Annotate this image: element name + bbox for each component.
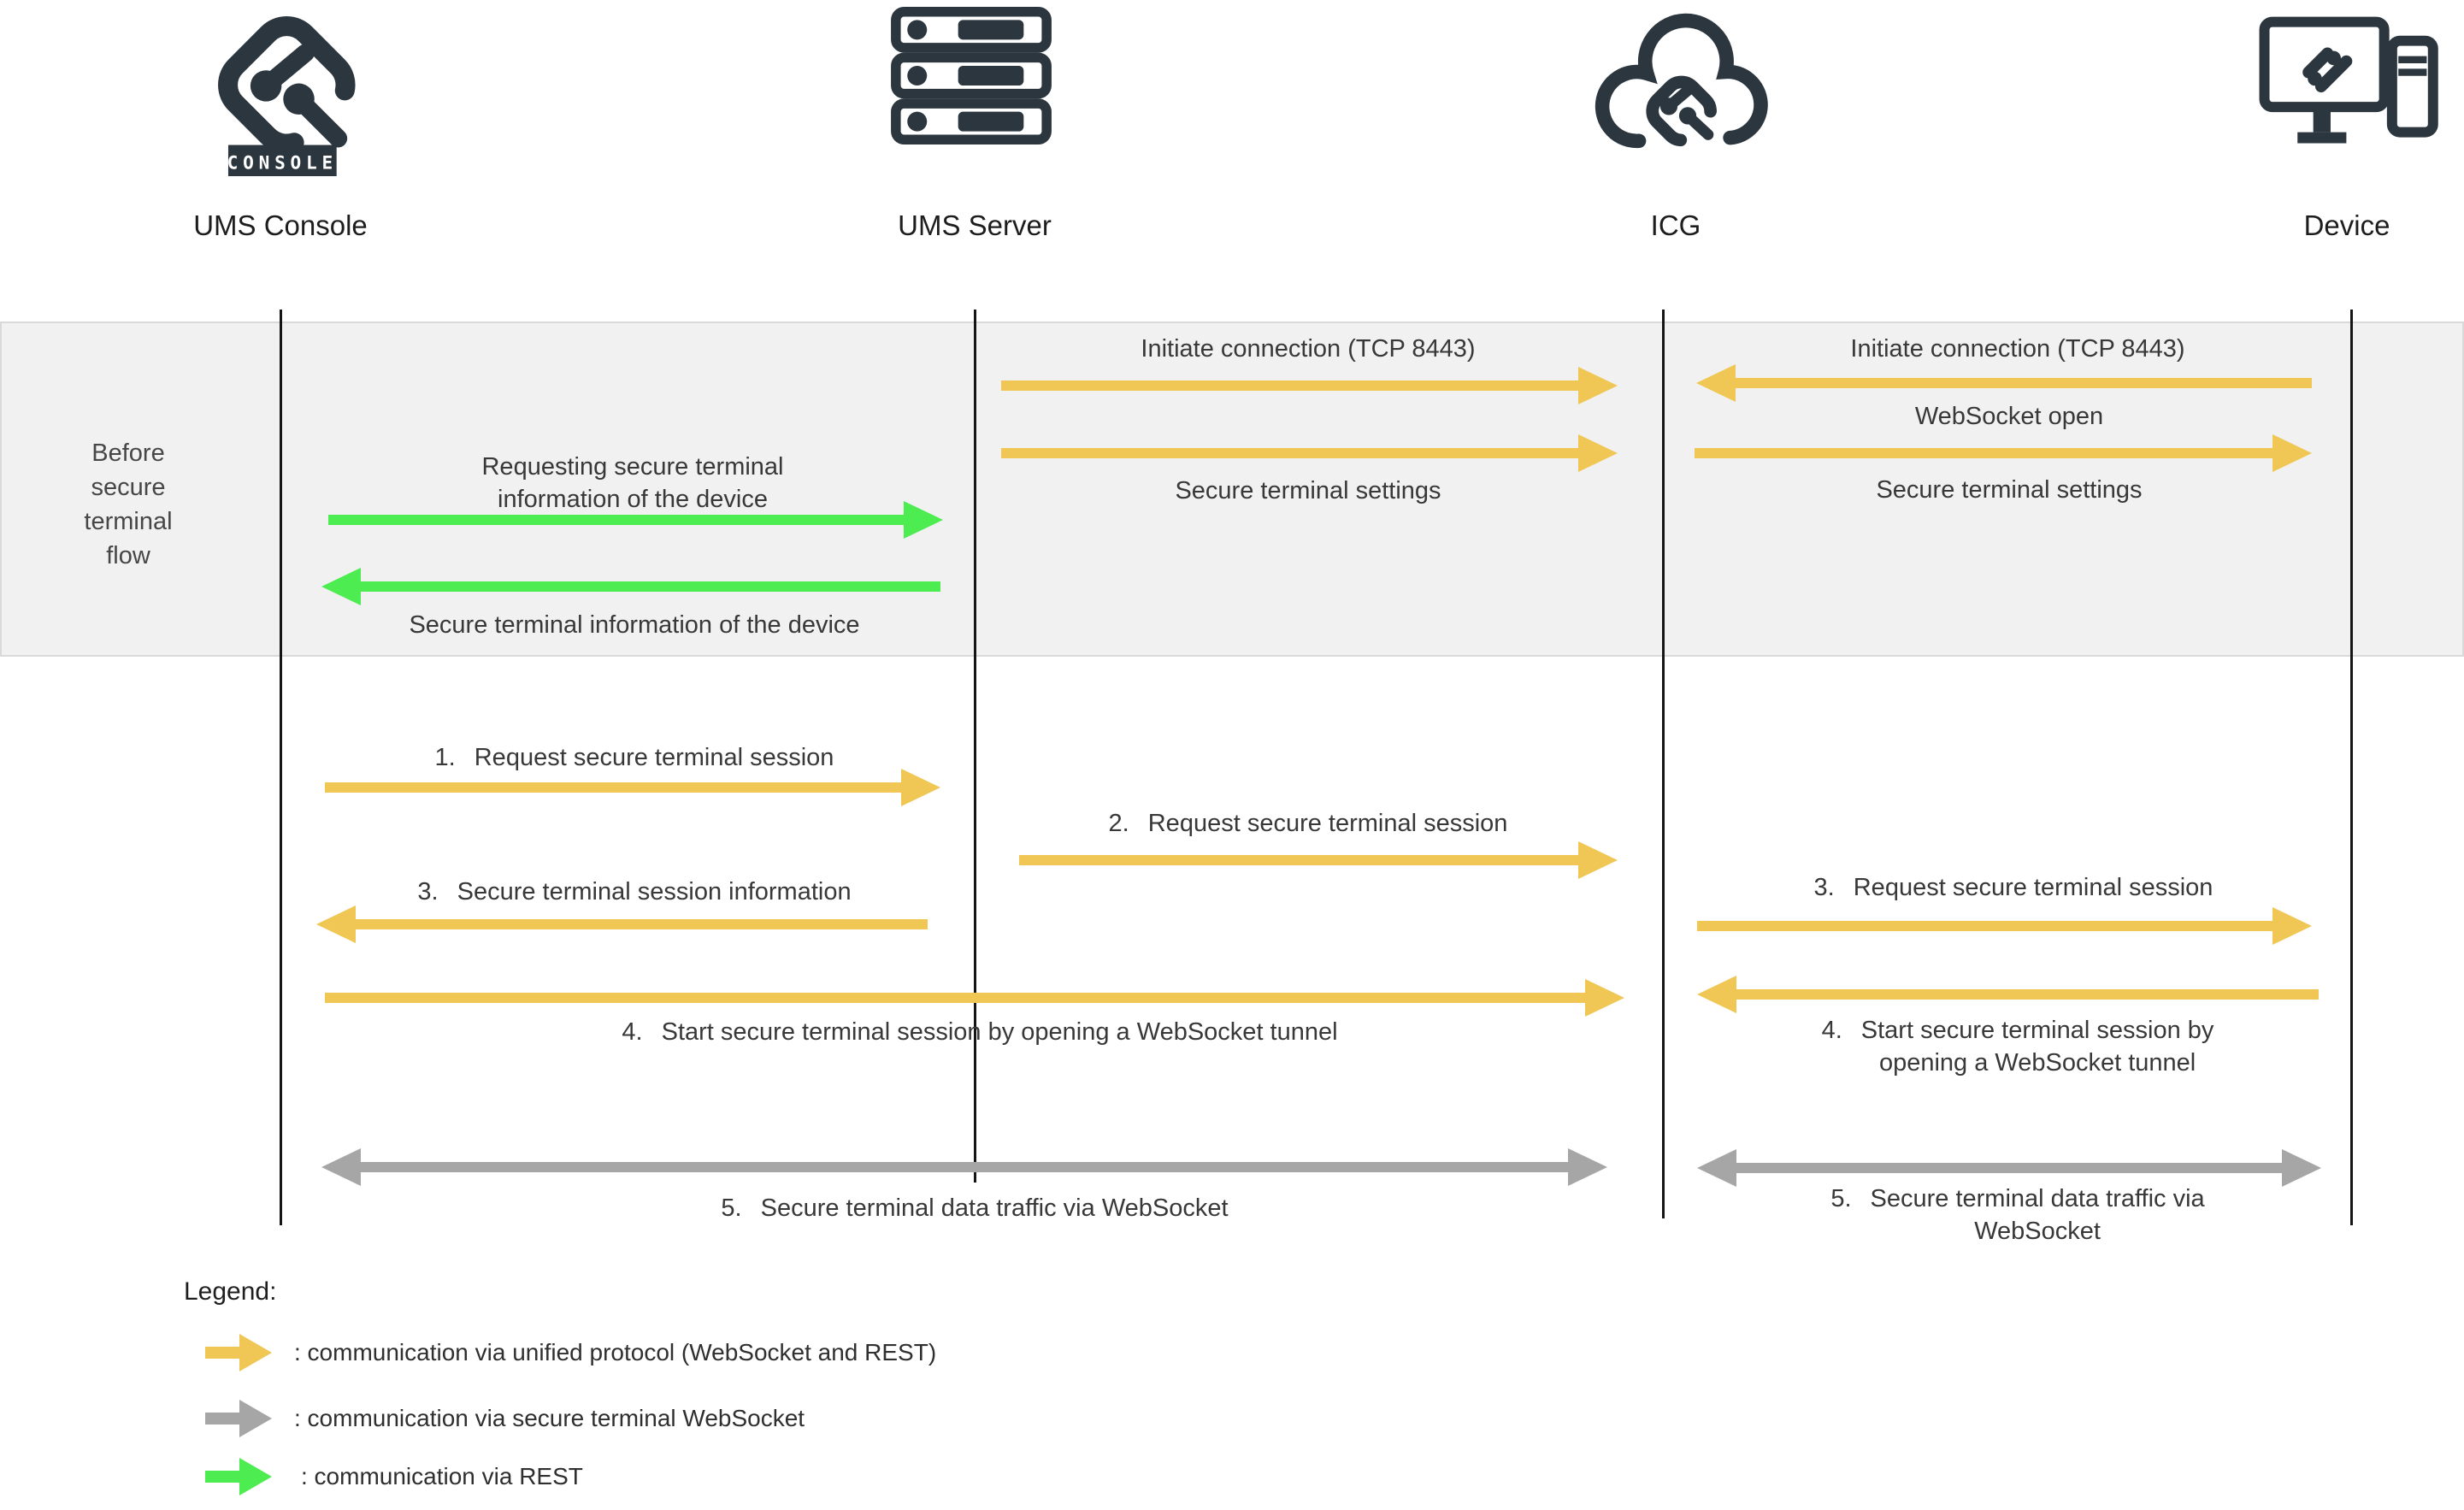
msg-settings-server-icg-label: Secure terminal settings: [1175, 477, 1441, 504]
msg-initiate-device-icg-label: Initiate connection (TCP 8443): [1850, 335, 2185, 363]
msg-3-right-label: 3. Request secure terminal session: [1813, 874, 2213, 901]
arrow-4-start-session-right: [1697, 976, 2319, 1013]
legend-green-arrow-icon: [203, 1458, 272, 1495]
lifeline-device: [2350, 310, 2353, 1225]
lifeline-icg: [1662, 310, 1665, 1218]
arrow-1-request-session: [325, 769, 940, 806]
console-badge-text: CONSOLE: [227, 151, 338, 173]
arrow-info-response: [321, 568, 940, 605]
arrow-request-info: [328, 501, 943, 539]
ums-console-logo-icon: CONSOLE: [218, 16, 356, 177]
before-flow-phase-band: [0, 321, 2464, 657]
entity-label-device: Device: [2303, 209, 2390, 241]
arrow-5-data-traffic: [321, 1148, 1607, 1186]
lifeline-ums-console: [280, 310, 282, 1225]
msg-2-label: 2. Request secure terminal session: [1108, 810, 1508, 837]
arrow-5-data-traffic-right: [1697, 1149, 2321, 1187]
msg-request-info-label: Requesting secure terminal information o…: [481, 453, 784, 513]
legend-item-unified-protocol: : communication via unified protocol (We…: [294, 1339, 937, 1365]
msg-1-label: 1. Request secure terminal session: [434, 744, 834, 771]
msg-3-left-label: 3. Secure terminal session information: [417, 878, 852, 905]
msg-4-left-label: 4. Start secure terminal session by open…: [622, 1018, 1338, 1046]
arrow-2-request-session: [1019, 841, 1618, 879]
msg-initiate-server-icg-label: Initiate connection (TCP 8443): [1141, 335, 1476, 363]
msg-websocket-open-label: WebSocket open: [1914, 403, 2104, 430]
msg-4-right-label: 4. Start secure terminal session by open…: [1821, 1017, 2214, 1076]
legend-item-secure-terminal-websocket: : communication via secure terminal WebS…: [294, 1405, 805, 1431]
legend-item-rest: : communication via REST: [301, 1463, 583, 1489]
device-desktop-icon: [2259, 16, 2438, 144]
entity-label-ums-console: UMS Console: [193, 209, 368, 241]
phase-band-label: Before secure terminal flow: [84, 439, 173, 569]
arrow-4-start-session: [325, 979, 1624, 1017]
icg-cloud-icon: [1595, 13, 1768, 149]
legend-gray-arrow-icon: [203, 1400, 272, 1437]
arrow-settings-server-icg: [1001, 434, 1618, 472]
entity-label-ums-server: UMS Server: [898, 209, 1052, 241]
arrow-initiate-server-icg: [1001, 367, 1618, 404]
arrow-initiate-device-icg: [1696, 364, 2312, 402]
arrow-websocket-open: [1695, 434, 2312, 472]
msg-info-response-label: Secure terminal information of the devic…: [409, 611, 860, 639]
msg-5-left-label: 5. Secure terminal data traffic via WebS…: [721, 1194, 1229, 1222]
msg-settings-icg-device-label: Secure terminal settings: [1876, 476, 2143, 504]
arrow-3-request-session-right: [1697, 907, 2312, 945]
arrow-3-session-info: [316, 905, 928, 943]
lifeline-ums-server: [974, 310, 976, 1183]
server-stack-icon: [891, 7, 1052, 145]
legend-yellow-arrow-icon: [203, 1334, 272, 1371]
msg-5-right-label: 5. Secure terminal data traffic via WebS…: [1830, 1185, 2205, 1245]
legend-title: Legend:: [184, 1277, 277, 1306]
entity-label-icg: ICG: [1650, 209, 1701, 241]
